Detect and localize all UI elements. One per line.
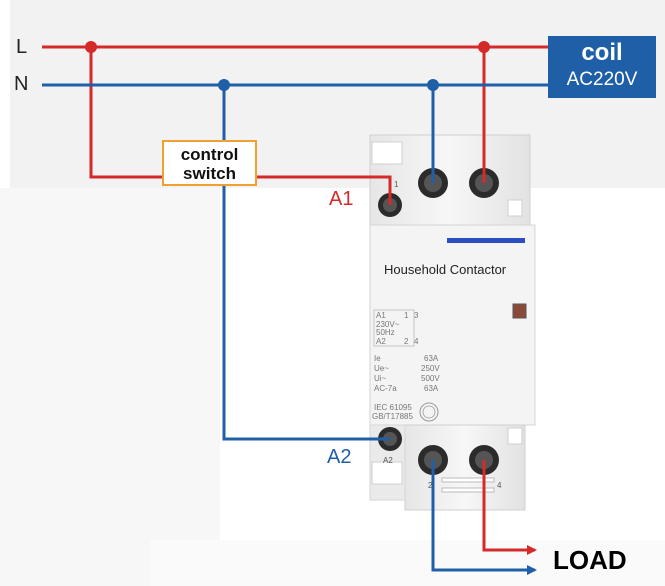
line-n-label: N bbox=[14, 73, 29, 95]
standard-gbt: GB/T17885 bbox=[372, 412, 413, 421]
coil-title: coil bbox=[581, 39, 623, 66]
schematic-a1: A1 bbox=[376, 311, 386, 320]
coil-box: coil AC220V bbox=[548, 36, 656, 98]
spec-value-ue: 250V bbox=[421, 364, 440, 373]
standard-iec: IEC 61095 bbox=[374, 403, 412, 412]
spec-label-ue: Ue~ bbox=[374, 364, 389, 373]
junction-dot bbox=[218, 79, 230, 91]
coil-voltage: AC220V bbox=[566, 69, 638, 90]
spec-label-ui: Ui~ bbox=[374, 374, 387, 383]
terminal-number-4: 4 bbox=[497, 481, 502, 490]
contactor-body bbox=[369, 134, 536, 511]
a1-callout: A1 bbox=[329, 188, 354, 210]
terminal-mark-a2: A2 bbox=[383, 456, 393, 465]
junction-dot bbox=[478, 41, 490, 53]
schematic-a2: A2 bbox=[376, 337, 386, 346]
line-l-label: L bbox=[16, 36, 28, 58]
background-panel-bottom bbox=[150, 540, 665, 586]
schematic-t2: 2 bbox=[404, 337, 409, 346]
schematic-frequency: 50Hz bbox=[376, 328, 395, 337]
load-label: LOAD bbox=[553, 545, 627, 575]
control-switch-box: control switch bbox=[162, 140, 257, 186]
junction-dot bbox=[427, 79, 439, 91]
spec-value-ac7a: 63A bbox=[424, 384, 439, 393]
live-wires bbox=[42, 45, 548, 555]
schematic-t1: 1 bbox=[404, 311, 409, 320]
spec-value-ui: 500V bbox=[421, 374, 440, 383]
switch-label-line1: control bbox=[180, 145, 239, 164]
schematic-t4: 4 bbox=[414, 337, 419, 346]
a2-callout: A2 bbox=[327, 446, 352, 468]
neutral-wires bbox=[42, 83, 548, 575]
status-window bbox=[512, 303, 527, 319]
schematic-voltage: 230V~ bbox=[376, 320, 400, 329]
spec-label-ie: Ie bbox=[374, 354, 381, 363]
terminal-number-1: 1 bbox=[394, 180, 399, 189]
background-panel-left bbox=[0, 188, 220, 586]
terminal-number-2: 2 bbox=[428, 481, 433, 490]
spec-value-ie: 63A bbox=[424, 354, 439, 363]
switch-label-line2: switch bbox=[183, 164, 236, 183]
spec-label-ac7a: AC-7a bbox=[374, 384, 397, 393]
schematic-t3: 3 bbox=[414, 311, 419, 320]
junction-dot bbox=[85, 41, 97, 53]
device-name: Household Contactor bbox=[384, 262, 507, 277]
indicator-stripe bbox=[447, 238, 525, 243]
